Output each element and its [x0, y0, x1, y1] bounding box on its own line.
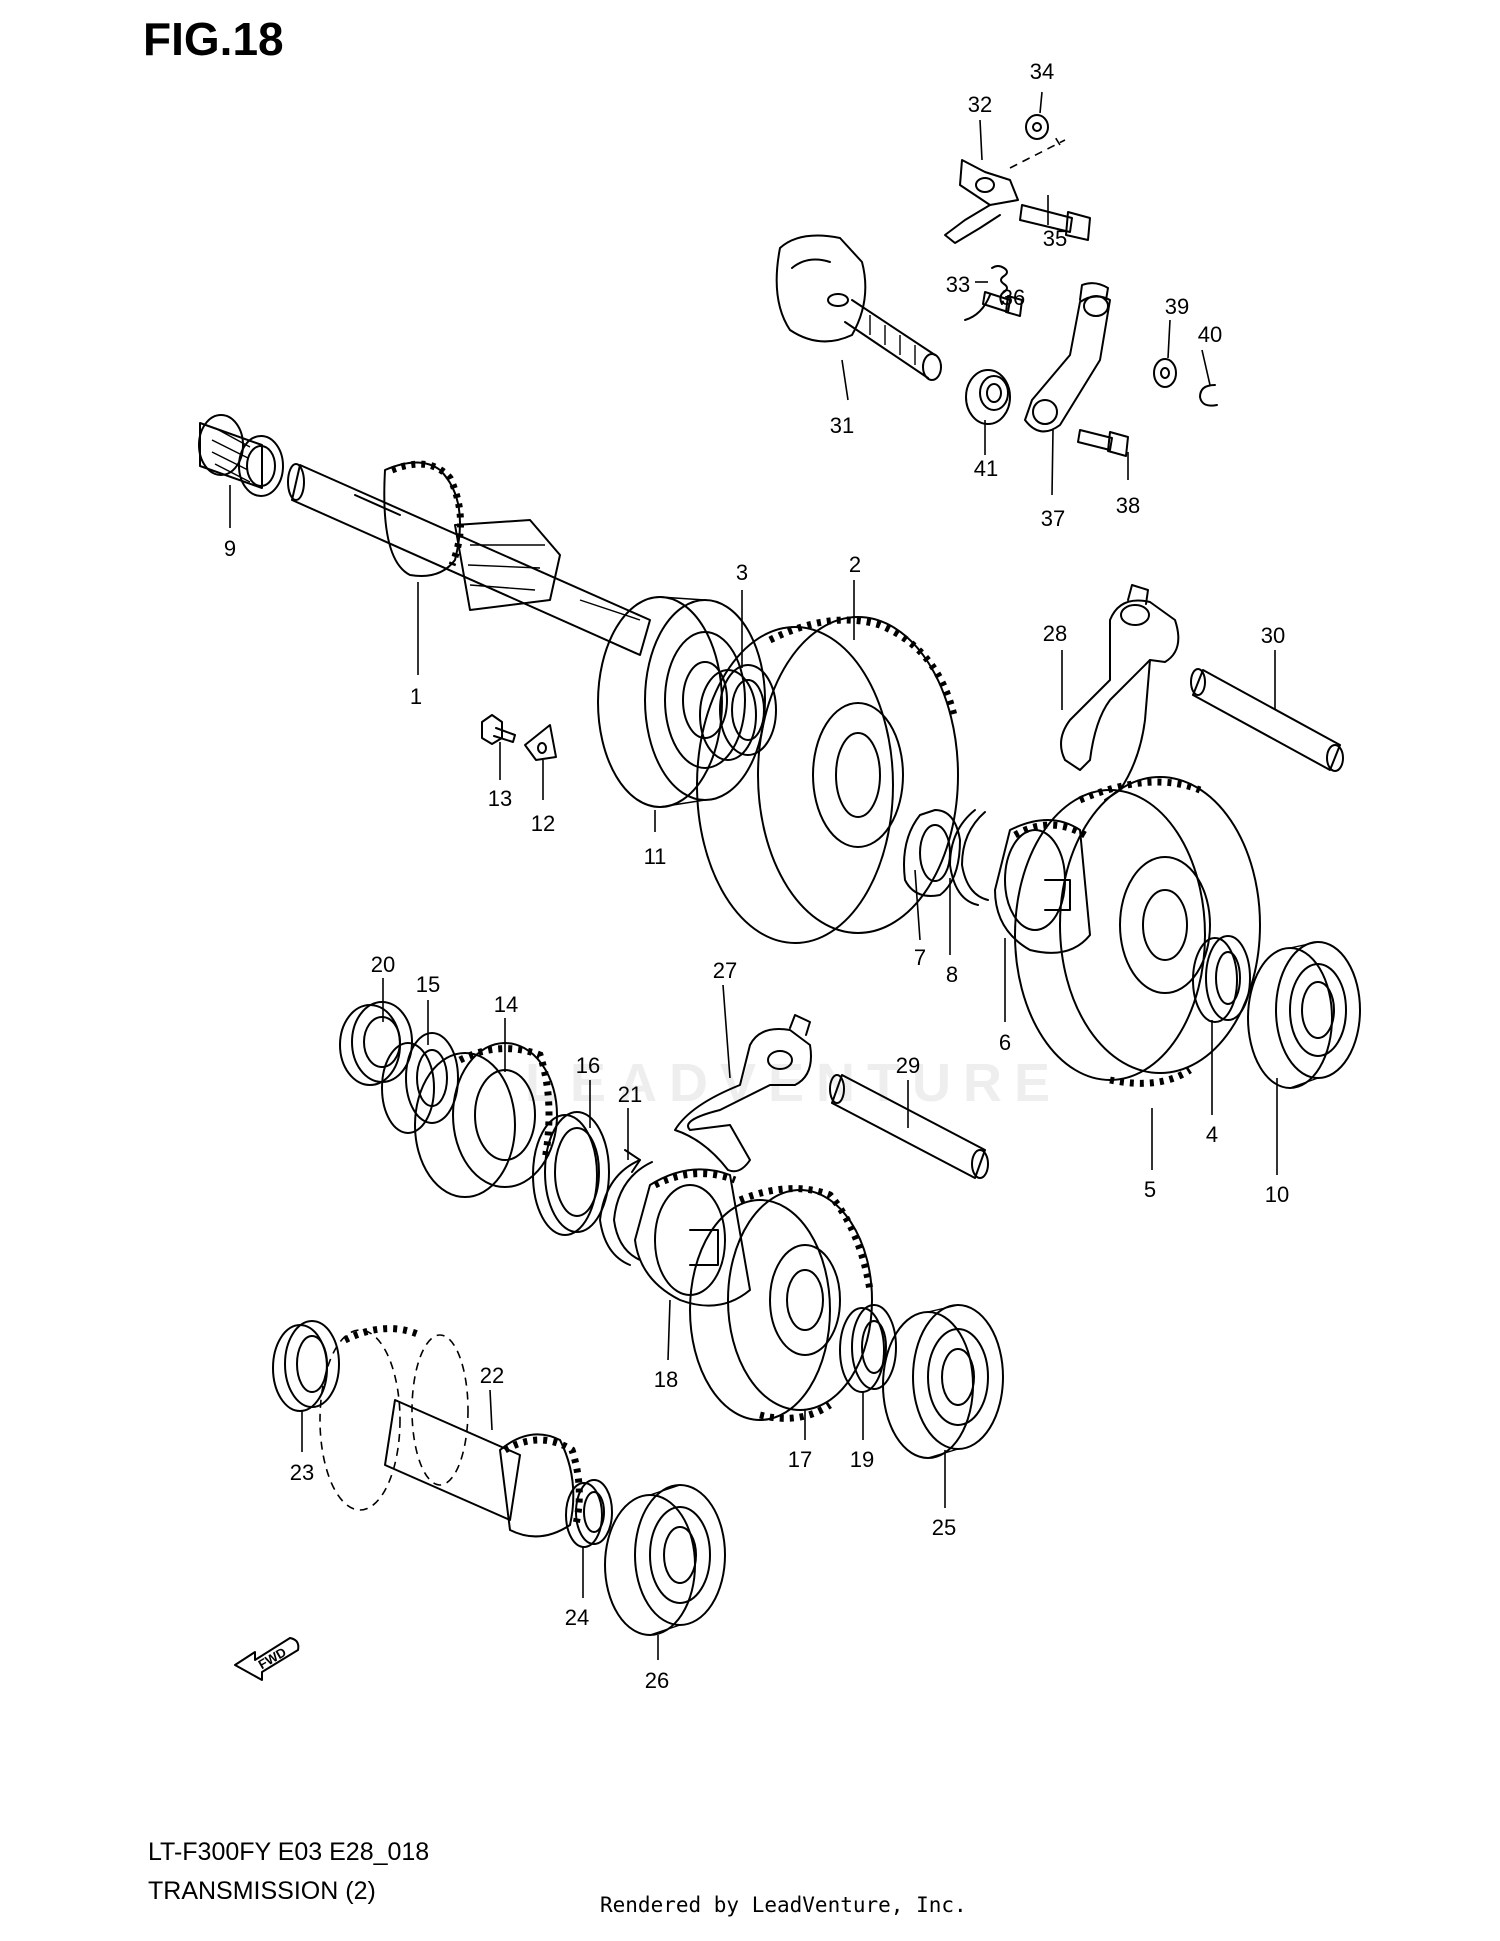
bolt-13: [481, 714, 516, 745]
bearing-25: [882, 1304, 1004, 1459]
rendered-by-credit: Rendered by LeadVenture, Inc.: [600, 1893, 967, 1917]
callout-20: 20: [371, 952, 395, 977]
shift-lever-37: [1024, 282, 1111, 433]
diagram-subtitle: TRANSMISSION (2): [148, 1877, 376, 1905]
callout-11: 11: [644, 844, 667, 869]
shift-cam-31: [775, 234, 942, 381]
lock-washer-12: [524, 724, 557, 761]
washer-34: [1025, 114, 1049, 140]
callout-21: 21: [618, 1082, 642, 1107]
callout-7: 7: [914, 945, 926, 970]
callout-32: 32: [968, 92, 992, 117]
callout-9: 9: [224, 536, 236, 561]
gear-17: [689, 1185, 874, 1422]
callout-37: 37: [1041, 506, 1065, 531]
callout-16: 16: [576, 1053, 600, 1078]
callout-14: 14: [494, 992, 518, 1017]
callout-33: 33: [946, 272, 970, 297]
leader-lines: [229, 91, 1278, 1660]
fwd-arrow-icon: FWD: [234, 1637, 300, 1681]
callout-29: 29: [896, 1053, 920, 1078]
figure-title: FIG.18: [143, 13, 284, 65]
callout-labels: 34 32 35 33 36 39 40 31 41 37 38 9 3 2 2…: [224, 59, 1289, 1693]
shift-arm-32: [944, 159, 1019, 244]
shift-fork-28: [1060, 584, 1180, 801]
washer-23: [272, 1320, 340, 1412]
drive-shaft-22: [319, 1325, 583, 1538]
callout-38: 38: [1116, 493, 1140, 518]
washer-39: [1153, 358, 1177, 388]
fork-shaft-29: [829, 1074, 989, 1179]
bolt-35: [1019, 204, 1091, 241]
gear-2: [696, 616, 959, 944]
bearing-26: [604, 1484, 726, 1636]
callout-34: 34: [1030, 59, 1054, 84]
circlip-21: [599, 1149, 653, 1266]
bearing-9: [198, 414, 284, 497]
callout-23: 23: [290, 1460, 314, 1485]
callout-30: 30: [1261, 623, 1285, 648]
callout-6: 6: [999, 1030, 1011, 1055]
callout-17: 17: [788, 1447, 812, 1472]
callout-15: 15: [416, 972, 440, 997]
washer-16: [532, 1111, 610, 1236]
callout-18: 18: [654, 1367, 678, 1392]
callout-12: 12: [531, 811, 555, 836]
bearing-11: [597, 596, 766, 808]
callout-13: 13: [488, 786, 512, 811]
washer-4: [1192, 935, 1251, 1023]
callout-40: 40: [1198, 322, 1222, 347]
callout-39: 39: [1165, 294, 1189, 319]
callout-25: 25: [932, 1515, 956, 1540]
spring-33: [964, 265, 1008, 321]
callout-8: 8: [946, 962, 958, 987]
gear-6: [994, 819, 1091, 954]
bearing-10: [1247, 941, 1361, 1089]
callout-41: 41: [974, 456, 998, 481]
callout-4: 4: [1206, 1122, 1218, 1147]
callout-2: 2: [849, 552, 861, 577]
callout-22: 22: [480, 1363, 504, 1388]
circlip-8: [949, 809, 989, 906]
callout-36: 36: [1001, 285, 1025, 310]
circlip-40: [1199, 384, 1218, 407]
oil-seal-41: [965, 369, 1011, 425]
callout-3: 3: [736, 560, 748, 585]
callout-24: 24: [565, 1605, 589, 1630]
callout-31: 31: [830, 413, 854, 438]
fork-shaft-30: [1190, 668, 1344, 772]
callout-35: 35: [1043, 226, 1067, 251]
shift-fork-27: [674, 1014, 812, 1173]
pin-36: [982, 291, 1023, 317]
callout-1: 1: [410, 684, 422, 709]
callout-19: 19: [850, 1447, 874, 1472]
callout-26: 26: [645, 1668, 669, 1693]
gear-14: [414, 1042, 558, 1198]
callout-28: 28: [1043, 621, 1067, 646]
washer-19: [839, 1304, 897, 1393]
bushing-15: [381, 1032, 459, 1134]
callout-10: 10: [1265, 1182, 1289, 1207]
watermark-text: LEADVENTURE: [525, 1053, 1063, 1113]
countershaft-1: [287, 460, 651, 656]
callout-27: 27: [713, 958, 737, 983]
washer-24: [565, 1479, 613, 1548]
callout-5: 5: [1144, 1177, 1156, 1202]
gear-5: [1014, 776, 1261, 1087]
model-code: LT-F300FY E03 E28_018: [148, 1838, 430, 1866]
bolt-38: [1077, 429, 1129, 457]
